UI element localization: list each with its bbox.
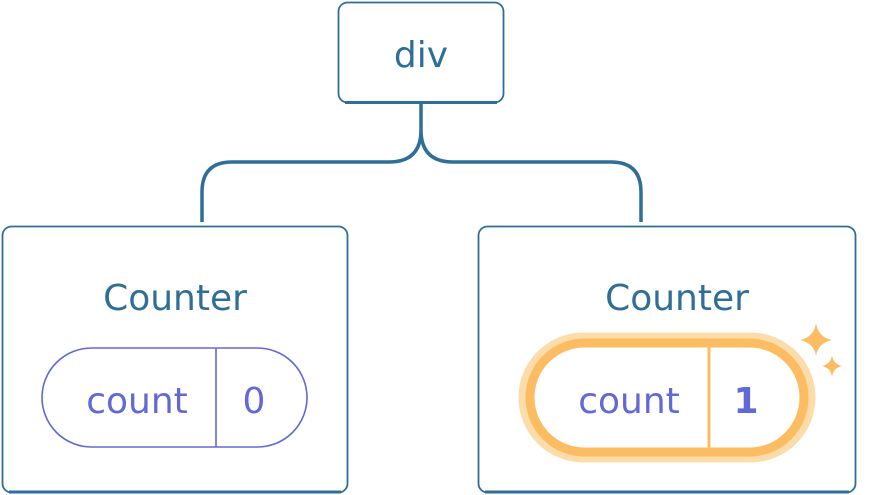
state-value: 1	[733, 381, 758, 422]
counter-node-left: Counter count 0	[1, 225, 349, 494]
counter-node-right: Counter count 1	[477, 225, 857, 494]
state-value: 0	[243, 381, 266, 422]
state-pill-highlighted: count 1	[518, 332, 816, 463]
root-node: div	[337, 1, 505, 104]
state-pill: count 0	[41, 347, 308, 448]
state-name: count	[86, 381, 188, 422]
state-name: count	[578, 381, 680, 422]
sparkle-icon	[800, 323, 842, 377]
counter-label: Counter	[103, 278, 247, 319]
tree-connector	[200, 104, 643, 222]
root-node-label: div	[394, 35, 448, 76]
counter-label: Counter	[605, 278, 749, 319]
